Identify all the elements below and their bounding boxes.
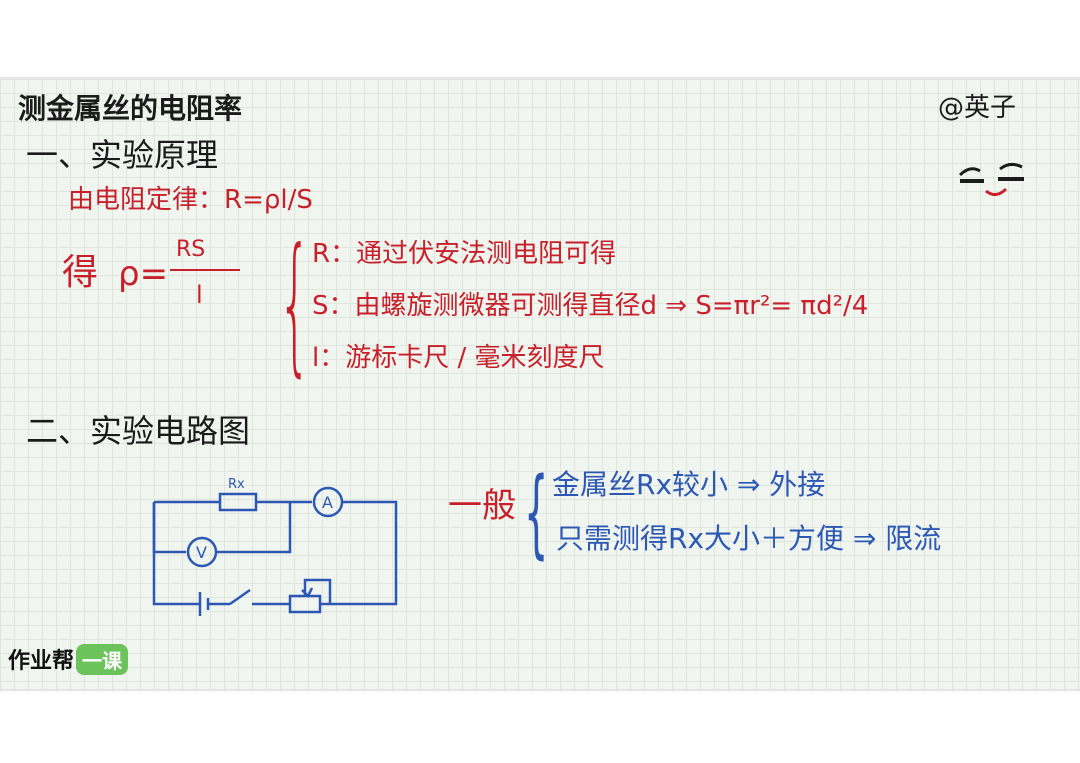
item-l: l：游标卡尺 / 毫米刻度尺 [312, 343, 605, 373]
resistance-law: 由电阻定律：R=ρl/S [68, 185, 313, 215]
de-label: 得 [62, 252, 99, 293]
fraction-bar [170, 269, 240, 271]
section-1-heading: 一、实验原理 [26, 136, 219, 174]
general-label: 一般 [448, 486, 516, 526]
blue-brace-icon: { [524, 457, 549, 569]
fraction-denominator: l [196, 281, 203, 309]
branch-limiting: 只需测得Rx大小＋方便 ⇒ 限流 [556, 522, 942, 555]
resistor-label: Rx [228, 477, 245, 492]
ammeter-label: A [322, 493, 333, 512]
logo-badge: 一课 [76, 643, 129, 675]
branch-external: 金属丝Rx较小 ⇒ 外接 [552, 468, 826, 501]
brand-logo: 作业帮 一课 [8, 643, 129, 675]
page-title: 测金属丝的电阻率 [18, 92, 243, 125]
section-2-heading: 二、实验电路图 [26, 412, 251, 450]
logo-text: 作业帮 [8, 649, 75, 674]
whiteboard: 测金属丝的电阻率 @英子 一、实验原理 由电阻定律：R=ρl/S 得 ρ= RS… [0, 77, 1080, 691]
item-r: R：通过伏安法测电阻可得 [312, 239, 617, 269]
left-brace-icon: { [278, 217, 312, 391]
rho-equals: ρ= [118, 254, 169, 294]
voltmeter-label: V [196, 543, 207, 562]
item-s: S：由螺旋测微器可测得直径d ⇒ S=πr²= πd²/4 [312, 291, 869, 321]
fraction-numerator: RS [176, 237, 206, 262]
face-doodle-icon [958, 162, 1024, 196]
author-label: @英子 [938, 93, 1017, 123]
circuit-diagram: Rx A V [152, 477, 398, 616]
